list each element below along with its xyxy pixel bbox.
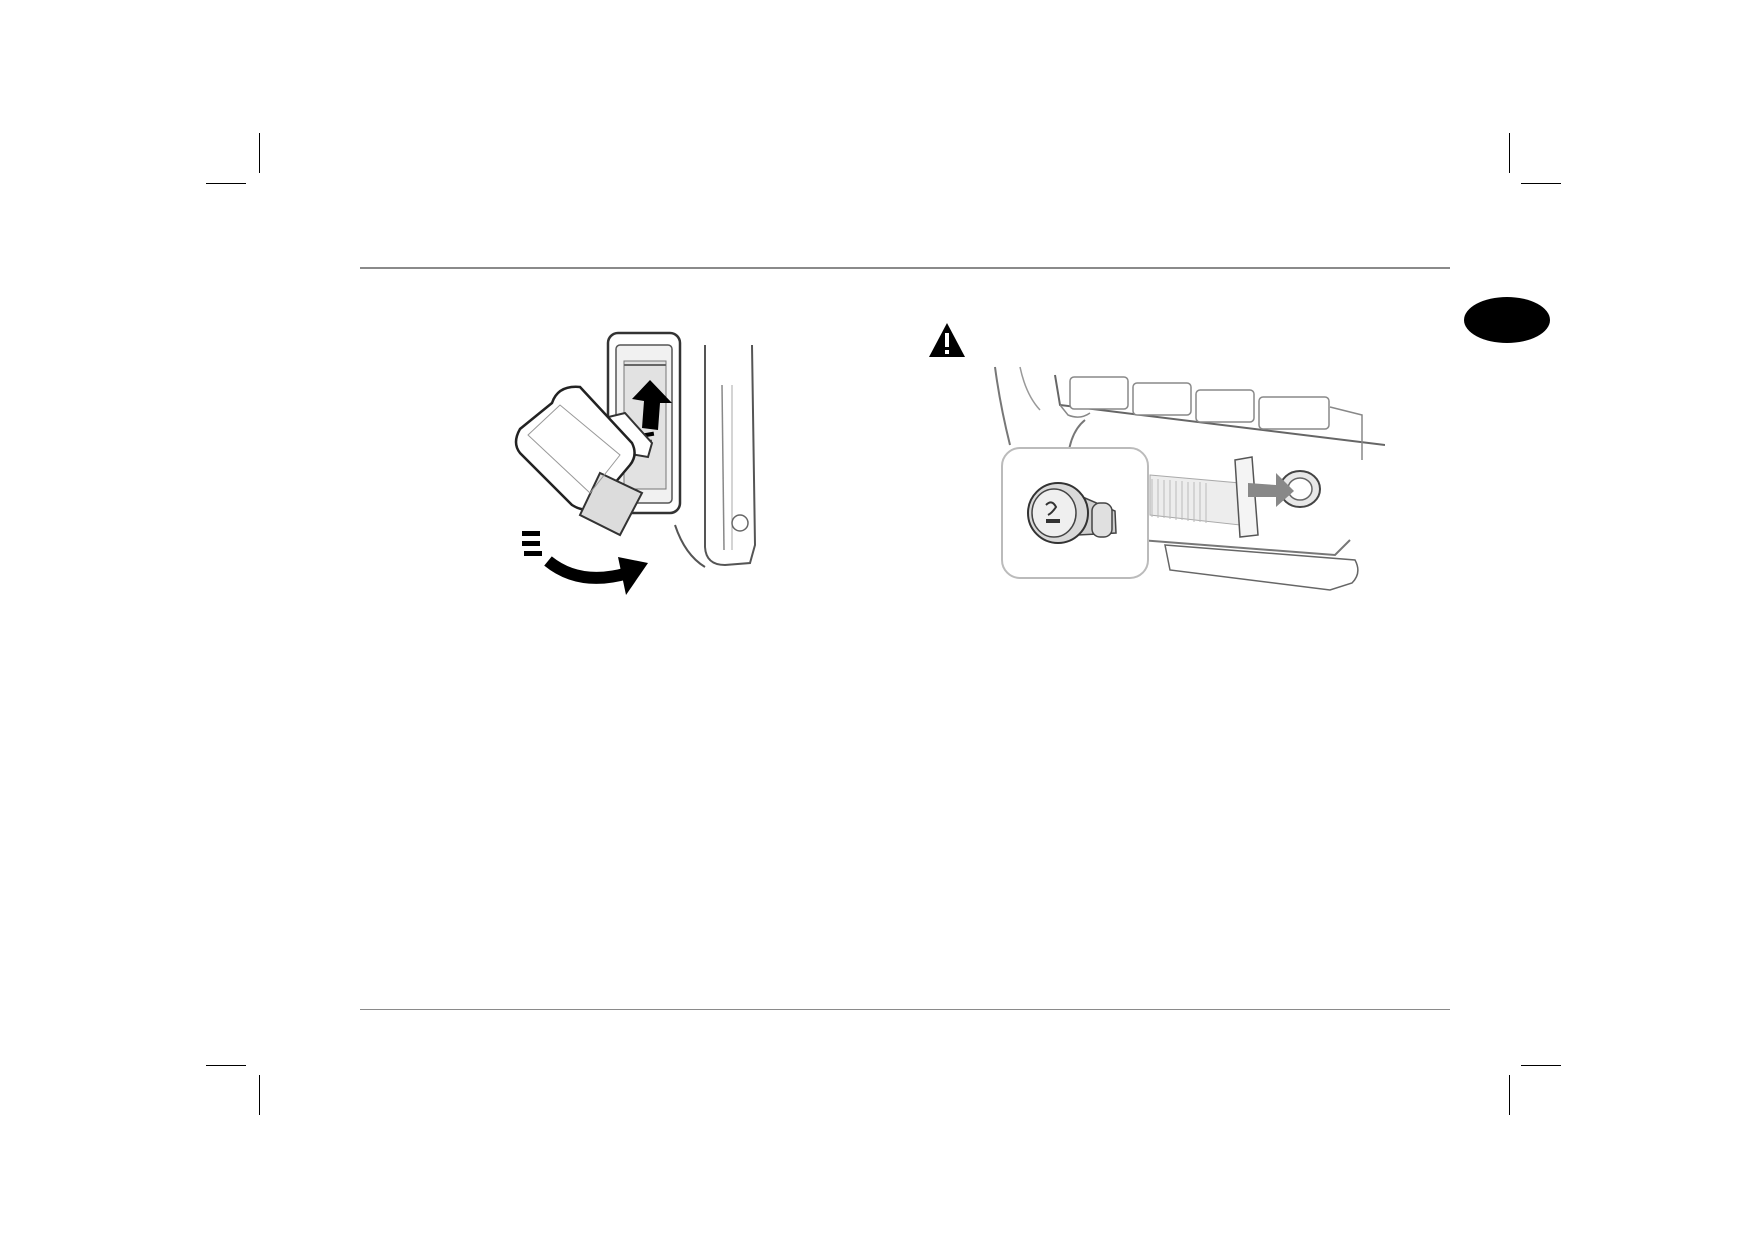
figure-cigar-lighter xyxy=(994,366,1385,591)
insert-arrow xyxy=(1248,473,1294,507)
warning-triangle-icon xyxy=(929,323,965,357)
vent-panel xyxy=(1132,382,1192,416)
panel-screw xyxy=(731,514,749,532)
vent-panel xyxy=(1258,396,1330,430)
crop-mark-bottom-left-vertical xyxy=(259,1075,260,1115)
crop-mark-top-right-vertical xyxy=(1509,133,1510,173)
crop-mark-bottom-right-vertical xyxy=(1509,1075,1510,1115)
crop-mark-top-right-horizontal xyxy=(1521,183,1561,184)
crop-mark-bottom-right-horizontal xyxy=(1521,1065,1561,1066)
cigar-lighter-plug xyxy=(1027,482,1117,544)
curved-arrow xyxy=(522,531,648,595)
crop-mark-top-left-vertical xyxy=(259,133,260,173)
figure-socket-cover xyxy=(514,331,757,595)
header-rule xyxy=(360,267,1450,269)
crop-mark-bottom-left-horizontal xyxy=(206,1065,246,1066)
vent-panel xyxy=(1069,376,1129,410)
crop-mark-top-left-horizontal xyxy=(206,183,246,184)
vent-panel xyxy=(1195,389,1255,423)
footer-rule xyxy=(360,1009,1450,1010)
trim-panel xyxy=(704,344,757,567)
section-tab xyxy=(1464,297,1550,343)
